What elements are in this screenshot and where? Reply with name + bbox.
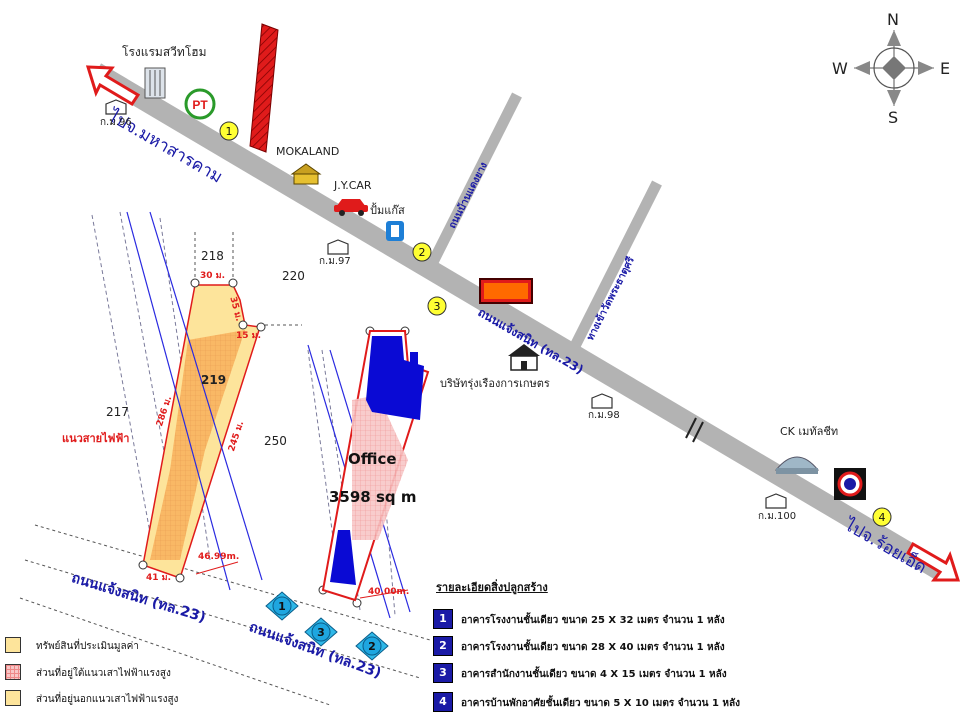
svg-text:4: 4 [879,511,886,524]
mokaland-label: MOKALAND [276,145,340,158]
arrow-west [85,65,141,107]
parcel-217-label: 217 [106,405,129,419]
highway [90,63,948,581]
parcel-218-label: 218 [201,249,224,263]
yellow-point-3: 3 [427,296,447,316]
company-house-icon [508,344,540,371]
office-powerline-strip [352,395,408,540]
office-area-label: 3598 sq m [329,488,417,506]
building-text-4: อาคารบ้านพักอาศัยชั้นเดียว ขนาด 5 X 10 เ… [461,698,740,709]
dim-15: 15 ม. [236,331,262,341]
km97-label: ก.ม.97 [319,256,351,267]
yellow-point-2: 2 [412,242,432,262]
svg-text:PT: PT [192,98,208,112]
building-num-2: 2 [433,636,453,656]
compass-w: W [832,59,848,78]
side-road-1 [425,92,522,271]
dim-40: 40.00m. [368,587,410,597]
yellow-point-1: 1 [219,121,239,141]
building-text-1: อาคารโรงงานชั้นเดียว ขนาด 25 X 32 เมตร จ… [461,615,725,626]
dim-4699: 46.99m. [198,552,240,562]
km100-label: ก.ม.100 [758,511,797,522]
building-blue-3 [410,352,418,366]
svg-text:1: 1 [226,125,233,138]
powerline-label: แนวสายไฟฟ้า [62,432,130,445]
svg-text:3: 3 [317,626,325,639]
road-break-mark [685,417,704,443]
parcel-219-powerline-strip [150,330,245,560]
arrow-east [905,541,960,582]
dim-30: 30 ม. [200,271,226,281]
car-icon [334,199,368,216]
building-text-3: อาคารสำนักงานชั้นเดียว ขนาด 4 X 15 เมตร … [461,669,727,680]
compass-e: E [940,59,951,78]
jycar-label: J.Y.CAR [334,179,372,192]
legend-label-3: ส่วนที่อยู่นอกแนวเสาไฟฟ้าแรงสูง [36,694,179,705]
svg-text:2: 2 [368,640,376,653]
legend-label-2: ส่วนที่อยู่ใต้แนวเสาไฟฟ้าแรงสูง [36,668,171,679]
compass-s: S [888,108,899,127]
compass-n: N [887,10,899,29]
seven-eleven-icon [479,278,533,304]
parcel-219-label: 219 [201,373,227,387]
side-road-2 [567,180,662,355]
building-text-2: อาคารโรงงานชั้นเดียว ขนาด 28 X 40 เมตร จ… [461,642,725,653]
legend-swatch-2 [5,664,21,680]
gas-label: ปั้มแก๊ส [370,204,405,217]
building-marker-2: 2 [355,631,389,661]
dimension-ticks [195,561,409,599]
gas-pump-icon [386,221,404,241]
pt-logo-icon: PT [184,88,216,120]
svg-text:2: 2 [419,246,426,259]
buildings-title: รายละเอียดสิ่งปลูกสร้าง [436,581,548,594]
mokaland-icon [290,163,322,185]
red-hatched-block [249,23,279,153]
compass-rose [854,30,934,106]
building-blue-1 [366,336,424,420]
dim-41: 41 ม. [146,573,172,583]
legend-swatch-3 [5,690,21,706]
powerline-2 [149,211,263,581]
dashed-boundaries [19,232,431,706]
parcel-250-label: 250 [264,434,287,448]
building-num-4: 4 [433,692,453,712]
svg-text:1: 1 [278,600,286,613]
ptt-logo-icon [834,468,866,500]
km98-label: ก.ม.98 [588,410,620,421]
parcel-220-label: 220 [282,269,305,283]
ck-label: CK เมทัลชีท [780,425,839,438]
building-blue-2 [330,530,356,585]
building-markers: 1 3 2 [265,591,389,661]
legend-label-1: ทรัพย์สินที่ประเมินมูลค่า [36,641,139,652]
building-num-3: 3 [433,663,453,683]
hotel-label: โรงแรมสวีทโฮม [122,45,207,59]
ck-warehouse-icon [774,456,820,474]
office-label: Office [348,450,397,468]
hotel-building-icon [144,67,166,99]
svg-text:3: 3 [434,300,441,313]
building-marker-3: 3 [304,617,338,647]
km96-label: ก.ม.96 [100,117,132,128]
yellow-point-markers: 1 2 3 4 [219,121,892,527]
powerline-1 [126,211,231,591]
legend-swatch-1 [5,637,21,653]
km-marker-icons [105,99,787,509]
building-num-1: 1 [433,609,453,629]
company-label: บริษัทรุ่งเรืองการเกษตร [440,377,550,390]
yellow-point-4: 4 [872,507,892,527]
building-marker-1: 1 [265,591,299,621]
